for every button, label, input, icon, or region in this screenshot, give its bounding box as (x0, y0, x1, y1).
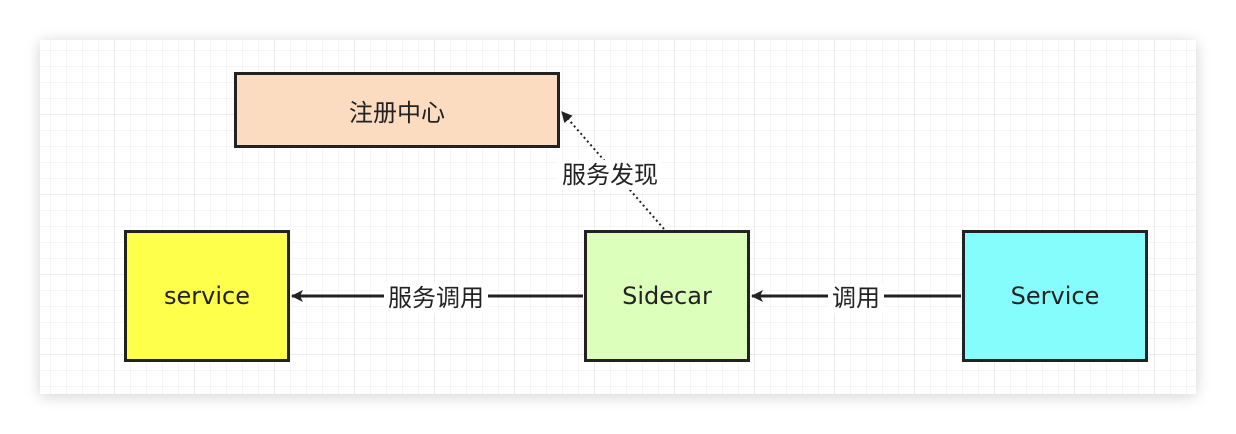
edge-call-service-label: 服务调用 (384, 283, 488, 313)
node-Service-label: Service (1010, 282, 1100, 310)
edge-discovery-line (561, 111, 665, 230)
node-Service: Service (962, 230, 1148, 362)
edge-discovery-label: 服务发现 (558, 160, 662, 190)
node-service-label: service (164, 282, 250, 310)
node-sidecar-label: Sidecar (622, 282, 712, 310)
node-registry: 注册中心 (234, 72, 560, 148)
node-sidecar: Sidecar (584, 230, 750, 362)
edge-call-sidecar-label: 调用 (828, 283, 884, 313)
node-registry-label: 注册中心 (349, 98, 445, 127)
node-service: service (124, 230, 290, 362)
